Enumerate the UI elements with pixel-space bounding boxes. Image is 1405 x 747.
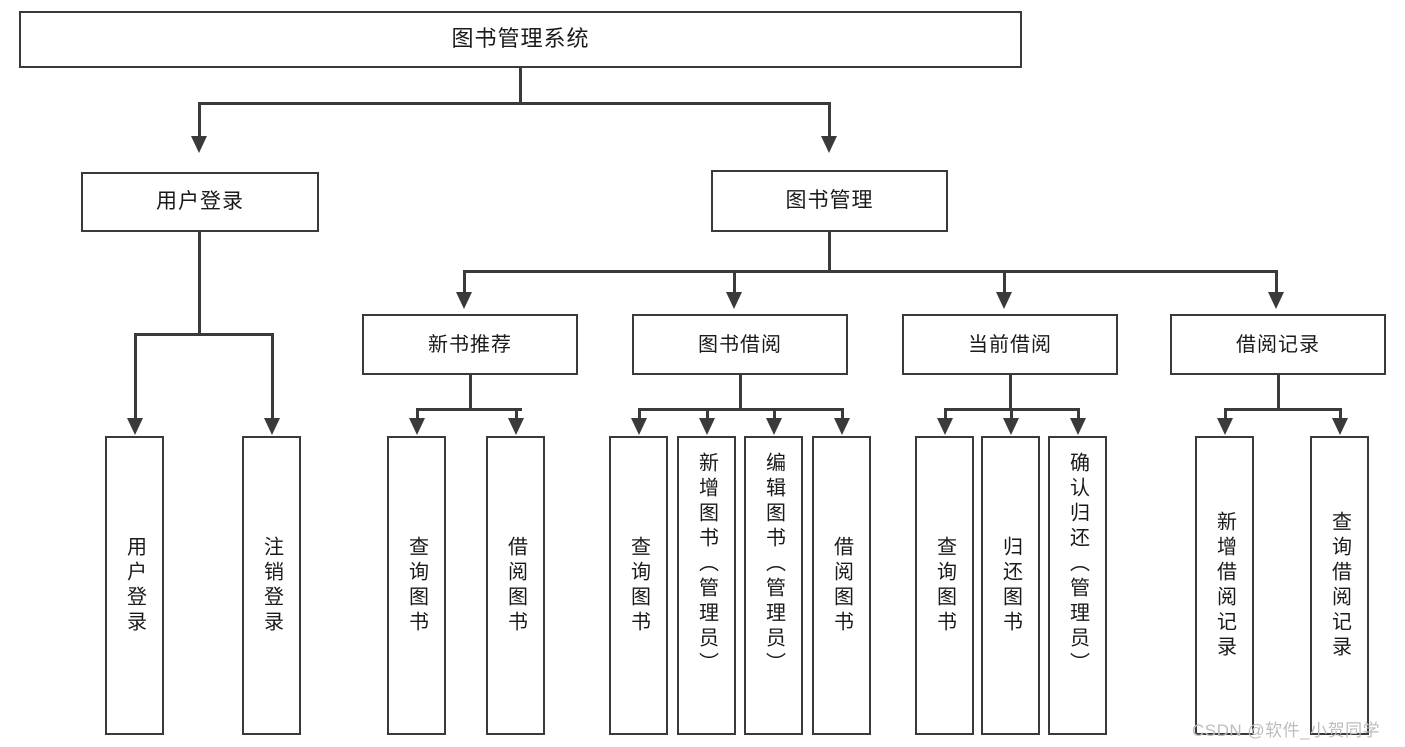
node-book-management-label: 图书管理	[785, 189, 874, 213]
connector-book-mgmt-to-new-book	[463, 270, 466, 294]
leaf-borrow-records-add[interactable]: 新增借阅记录	[1195, 436, 1254, 735]
node-book-borrow[interactable]: 图书借阅	[632, 314, 848, 375]
node-current-borrow-label: 当前借阅	[968, 333, 1052, 356]
connector-book-mgmt-bus	[463, 270, 1277, 273]
connector-book-borrow-to-leaf-4	[841, 408, 844, 420]
connector-book-mgmt-to-records	[1275, 270, 1278, 294]
connector-book-mgmt-to-borrow	[733, 270, 736, 294]
arrow-book-mgmt-to-current	[996, 292, 1012, 309]
leaf-borrow-records-query-label: 查询借阅记录	[1328, 510, 1351, 661]
connector-user-login-bus	[134, 333, 272, 336]
node-book-borrow-label: 图书借阅	[698, 333, 782, 356]
arrow-book-borrow-to-leaf-2	[699, 418, 715, 435]
connector-book-borrow-to-leaf-2	[706, 408, 709, 420]
connector-root-bus	[198, 102, 830, 105]
connector-borrow-records-bus	[1224, 408, 1341, 411]
connector-borrow-records-to-leaf-1	[1224, 408, 1227, 420]
leaf-book-borrow-edit[interactable]: 编辑图书（管理员）	[744, 436, 803, 735]
leaf-current-borrow-query[interactable]: 查询图书	[915, 436, 974, 735]
leaf-user-login-login-label: 用户登录	[123, 535, 146, 636]
node-borrow-records-label: 借阅记录	[1236, 333, 1320, 356]
node-current-borrow[interactable]: 当前借阅	[902, 314, 1118, 375]
arrow-book-borrow-to-leaf-3	[766, 418, 782, 435]
leaf-book-borrow-query-label: 查询图书	[627, 535, 650, 636]
connector-user-login-to-leaf-2	[271, 333, 274, 420]
leaf-current-borrow-return[interactable]: 归还图书	[981, 436, 1040, 735]
arrow-new-book-to-leaf-1	[409, 418, 425, 435]
node-borrow-records[interactable]: 借阅记录	[1170, 314, 1386, 375]
node-root-label: 图书管理系统	[451, 26, 590, 52]
connector-current-borrow-to-leaf-2	[1010, 408, 1013, 420]
arrow-book-mgmt-to-borrow	[726, 292, 742, 309]
connector-book-mgmt-stem	[828, 232, 831, 272]
arrow-current-borrow-to-leaf-2	[1003, 418, 1019, 435]
arrow-current-borrow-to-leaf-1	[937, 418, 953, 435]
connector-current-borrow-stem	[1009, 375, 1012, 410]
leaf-book-borrow-query[interactable]: 查询图书	[609, 436, 668, 735]
leaf-new-book-query-label: 查询图书	[405, 535, 428, 636]
leaf-current-borrow-confirm-return[interactable]: 确认归还（管理员）	[1048, 436, 1107, 735]
leaf-new-book-borrow[interactable]: 借阅图书	[486, 436, 545, 735]
leaf-borrow-records-query[interactable]: 查询借阅记录	[1310, 436, 1369, 735]
node-book-management[interactable]: 图书管理	[711, 170, 948, 232]
arrow-root-to-user-login	[191, 136, 207, 153]
leaf-current-borrow-return-label: 归还图书	[999, 535, 1022, 636]
connector-root-to-book-mgmt	[828, 102, 831, 138]
node-user-login[interactable]: 用户登录	[81, 172, 319, 232]
connector-book-mgmt-to-current	[1003, 270, 1006, 294]
leaf-new-book-query[interactable]: 查询图书	[387, 436, 446, 735]
connector-new-book-bus	[416, 408, 522, 411]
connector-book-borrow-to-leaf-3	[773, 408, 776, 420]
connector-book-borrow-stem	[739, 375, 742, 410]
leaf-user-login-logout[interactable]: 注销登录	[242, 436, 301, 735]
leaf-current-borrow-query-label: 查询图书	[933, 535, 956, 636]
connector-new-book-stem	[469, 375, 472, 410]
connector-borrow-records-stem	[1277, 375, 1280, 410]
leaf-book-borrow-add-label: 新增图书（管理员）	[695, 452, 718, 677]
connector-new-book-to-leaf-1	[416, 408, 419, 420]
leaf-book-borrow-borrow[interactable]: 借阅图书	[812, 436, 871, 735]
leaf-book-borrow-add[interactable]: 新增图书（管理员）	[677, 436, 736, 735]
arrow-book-borrow-to-leaf-4	[834, 418, 850, 435]
leaf-borrow-records-add-label: 新增借阅记录	[1213, 510, 1236, 661]
connector-current-borrow-to-leaf-1	[944, 408, 947, 420]
connector-root-stem	[519, 68, 522, 103]
leaf-user-login-logout-label: 注销登录	[260, 535, 283, 636]
arrow-borrow-records-to-leaf-1	[1217, 418, 1233, 435]
arrow-root-to-book-mgmt	[821, 136, 837, 153]
connector-user-login-stem	[198, 232, 201, 335]
arrow-new-book-to-leaf-2	[508, 418, 524, 435]
arrow-user-login-to-leaf-2	[264, 418, 280, 435]
connector-current-borrow-to-leaf-3	[1077, 408, 1080, 420]
connector-new-book-to-leaf-2	[515, 408, 518, 420]
leaf-new-book-borrow-label: 借阅图书	[504, 535, 527, 636]
connector-user-login-to-leaf-1	[134, 333, 137, 420]
arrow-current-borrow-to-leaf-3	[1070, 418, 1086, 435]
node-root[interactable]: 图书管理系统	[19, 11, 1022, 68]
connector-book-borrow-bus	[638, 408, 842, 411]
arrow-book-borrow-to-leaf-1	[631, 418, 647, 435]
connector-root-to-user-login	[198, 102, 201, 138]
arrow-user-login-to-leaf-1	[127, 418, 143, 435]
arrow-book-mgmt-to-records	[1268, 292, 1284, 309]
leaf-book-borrow-edit-label: 编辑图书（管理员）	[762, 452, 785, 677]
connector-borrow-records-to-leaf-2	[1339, 408, 1342, 420]
node-user-login-label: 用户登录	[156, 190, 244, 214]
arrow-book-mgmt-to-new-book	[456, 292, 472, 309]
node-new-book-recommend-label: 新书推荐	[428, 333, 512, 356]
node-new-book-recommend[interactable]: 新书推荐	[362, 314, 578, 375]
connector-book-borrow-to-leaf-1	[638, 408, 641, 420]
leaf-current-borrow-confirm-return-label: 确认归还（管理员）	[1066, 452, 1089, 677]
leaf-book-borrow-borrow-label: 借阅图书	[830, 535, 853, 636]
arrow-borrow-records-to-leaf-2	[1332, 418, 1348, 435]
leaf-user-login-login[interactable]: 用户登录	[105, 436, 164, 735]
watermark-text: CSDN @软件_小贺同学	[1192, 721, 1381, 740]
